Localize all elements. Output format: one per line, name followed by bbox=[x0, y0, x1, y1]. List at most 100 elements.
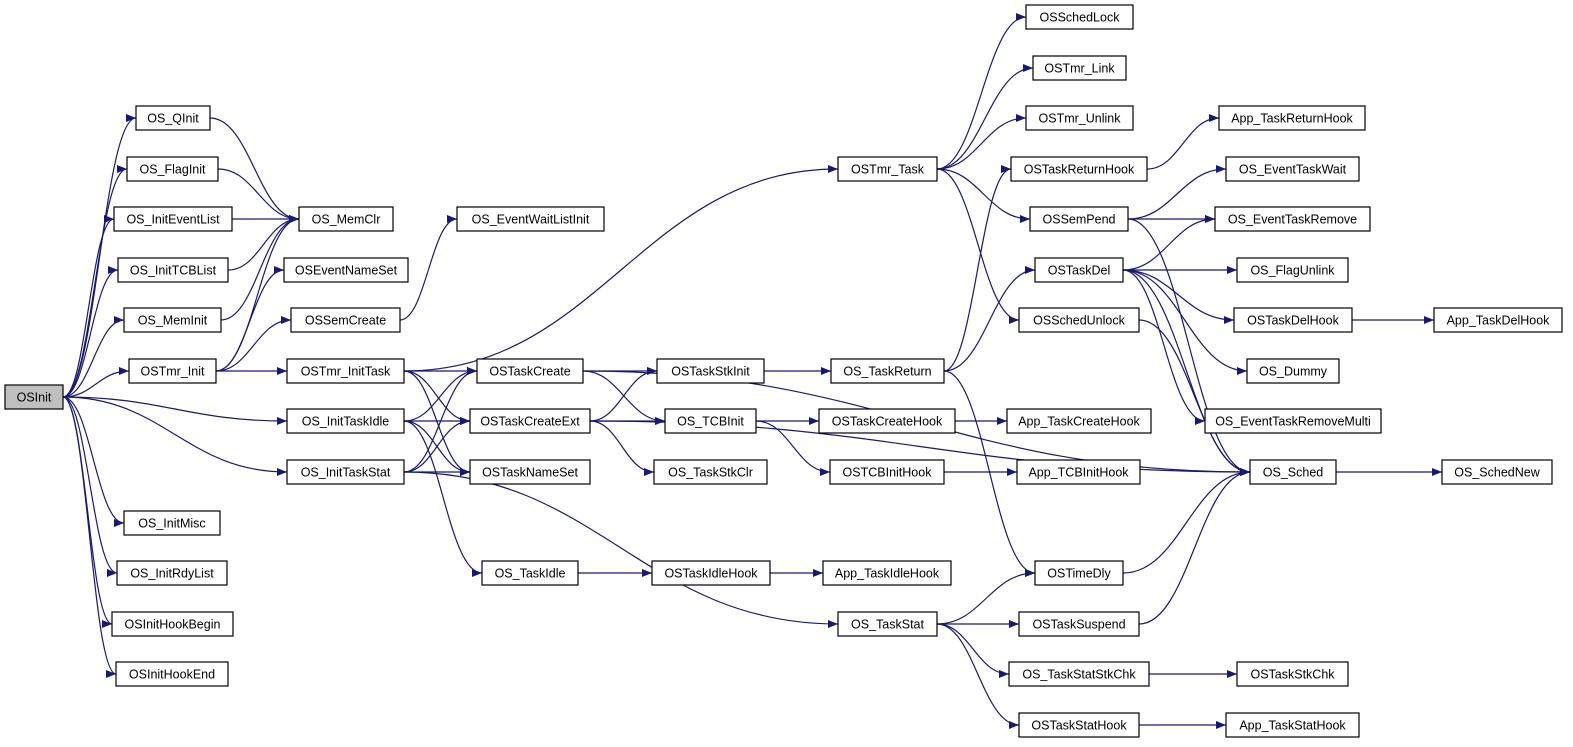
node-os-taskstat[interactable]: OS_TaskStat bbox=[837, 611, 938, 637]
node-osinithookend[interactable]: OSInitHookEnd bbox=[115, 661, 229, 687]
node-os-tcbinit[interactable]: OS_TCBInit bbox=[664, 408, 757, 434]
node-os-flagunlink[interactable]: OS_FlagUnlink bbox=[1236, 257, 1349, 283]
edge-osinit-to-os-flaginit bbox=[62, 165, 128, 398]
node-box bbox=[1010, 156, 1148, 182]
node-ostaskcreatehook[interactable]: OSTaskCreateHook bbox=[818, 408, 956, 434]
node-ostmr-task[interactable]: OSTmr_Task bbox=[837, 156, 938, 182]
node-label: OSTaskStkInit bbox=[671, 365, 750, 379]
node-ostaskreturnhook[interactable]: OSTaskReturnHook bbox=[1010, 156, 1148, 182]
node-osinithookbegin[interactable]: OSInitHookBegin bbox=[111, 611, 234, 637]
node-os-eventtaskremove[interactable]: OS_EventTaskRemove bbox=[1214, 206, 1371, 232]
edge-ostmr-task-to-osschedlock bbox=[936, 13, 1027, 170]
node-label: OSTaskNameSet bbox=[482, 466, 578, 480]
node-label: OSTaskReturnHook bbox=[1024, 163, 1135, 177]
node-os-initeventlist[interactable]: OS_InitEventList bbox=[113, 206, 233, 232]
node-box bbox=[481, 560, 579, 586]
node-box bbox=[1006, 408, 1152, 434]
node-os-eventtaskwait[interactable]: OS_EventTaskWait bbox=[1225, 156, 1360, 182]
node-os-sched[interactable]: OS_Sched bbox=[1249, 459, 1337, 485]
node-label: OS_EventWaitListInit bbox=[472, 213, 590, 227]
node-ostaskcreateext[interactable]: OSTaskCreateExt bbox=[469, 408, 591, 434]
node-box bbox=[298, 206, 394, 232]
node-ostaskdel[interactable]: OSTaskDel bbox=[1034, 257, 1124, 283]
node-app-taskreturnhook[interactable]: App_TaskReturnHook bbox=[1218, 105, 1366, 131]
node-label: OSTaskDel bbox=[1048, 264, 1111, 278]
node-os-schednew[interactable]: OS_SchedNew bbox=[1441, 459, 1553, 485]
node-box bbox=[1233, 307, 1353, 333]
node-os-meminit[interactable]: OS_MemInit bbox=[123, 307, 222, 333]
node-ostmr-unlink[interactable]: OSTmr_Unlink bbox=[1025, 105, 1134, 131]
node-label: OSSchedUnlock bbox=[1033, 314, 1125, 328]
node-os-flaginit[interactable]: OS_FlagInit bbox=[126, 156, 219, 182]
node-os-inittaskidle[interactable]: OS_InitTaskIdle bbox=[286, 408, 405, 434]
node-ostaskidlehook[interactable]: OSTaskIdleHook bbox=[651, 560, 771, 586]
edge-osinit-to-os-initeventlist bbox=[62, 215, 115, 398]
node-ostimedly[interactable]: OSTimeDly bbox=[1034, 560, 1124, 586]
node-osschedlock[interactable]: OSSchedLock bbox=[1025, 4, 1134, 30]
node-box bbox=[117, 257, 229, 283]
edge-ostmr-inittask-to-ostaskcreateext bbox=[403, 370, 471, 425]
node-ostaskstathook[interactable]: OSTaskStatHook bbox=[1018, 712, 1140, 738]
node-ossempend[interactable]: OSSemPend bbox=[1029, 206, 1129, 232]
node-oseventnameset[interactable]: OSEventNameSet bbox=[283, 257, 409, 283]
node-os-inittcblist[interactable]: OS_InitTCBList bbox=[117, 257, 229, 283]
node-os-taskreturn[interactable]: OS_TaskReturn bbox=[830, 358, 945, 384]
node-label: OS_FlagInit bbox=[139, 163, 206, 177]
node-ossemcreate[interactable]: OSSemCreate bbox=[290, 307, 401, 333]
node-os-initmisc[interactable]: OS_InitMisc bbox=[123, 510, 221, 536]
node-ostaskstkchk[interactable]: OSTaskStkChk bbox=[1236, 661, 1349, 687]
node-label: App_TaskStatHook bbox=[1239, 719, 1346, 733]
node-label: OSEventNameSet bbox=[295, 264, 398, 278]
edge-ostmr-task-to-ostmr-unlink bbox=[936, 114, 1027, 170]
node-ostaskcreate[interactable]: OSTaskCreate bbox=[476, 358, 584, 384]
edge-ostaskreturnhook-to-app-taskreturnhook bbox=[1146, 114, 1220, 170]
node-os-taskstkclr[interactable]: OS_TaskStkClr bbox=[653, 459, 768, 485]
node-os-qinit[interactable]: OS_QInit bbox=[135, 105, 211, 131]
node-app-tcbinithook[interactable]: App_TCBInitHook bbox=[1016, 459, 1141, 485]
node-label: OSTaskStatHook bbox=[1031, 719, 1127, 733]
node-ostasknameset[interactable]: OSTaskNameSet bbox=[469, 459, 591, 485]
node-ostasksuspend[interactable]: OSTaskSuspend bbox=[1018, 611, 1140, 637]
node-label: App_TaskIdleHook bbox=[835, 567, 940, 581]
edge-os-flaginit-to-os-memclr bbox=[217, 168, 300, 223]
node-label: App_TaskDelHook bbox=[1447, 314, 1551, 328]
edge-ostaskdel-to-os-eventtaskremovemulti bbox=[1122, 269, 1206, 425]
node-box bbox=[653, 459, 768, 485]
node-os-eventwaitlistinit[interactable]: OS_EventWaitListInit bbox=[456, 206, 605, 232]
node-ostaskstkinit[interactable]: OSTaskStkInit bbox=[656, 358, 765, 384]
node-app-taskdelhook[interactable]: App_TaskDelHook bbox=[1433, 307, 1563, 333]
node-label: OS_TaskStat bbox=[851, 618, 924, 632]
edge-os-tcbinit-to-ostcbinithook bbox=[755, 420, 831, 476]
node-box bbox=[1025, 4, 1134, 30]
node-app-taskcreatehook[interactable]: App_TaskCreateHook bbox=[1006, 408, 1152, 434]
node-label: OS_EventTaskRemove bbox=[1228, 213, 1357, 227]
node-ostmr-init[interactable]: OSTmr_Init bbox=[128, 358, 217, 384]
node-app-taskstathook[interactable]: App_TaskStatHook bbox=[1225, 712, 1360, 738]
edge-ostmr-task-to-ossempend bbox=[936, 168, 1031, 223]
node-ostmr-link[interactable]: OSTmr_Link bbox=[1032, 55, 1127, 81]
node-ostmr-inittask[interactable]: OSTmr_InitTask bbox=[286, 358, 405, 384]
node-ostcbinithook[interactable]: OSTCBInitHook bbox=[829, 459, 945, 485]
node-box bbox=[1018, 611, 1140, 637]
node-label: OS_InitTaskStat bbox=[301, 466, 391, 480]
node-osinit[interactable]: OSInit bbox=[4, 384, 64, 410]
node-os-eventtaskremovemulti[interactable]: OS_EventTaskRemoveMulti bbox=[1204, 408, 1382, 434]
node-osschedunlock[interactable]: OSSchedUnlock bbox=[1018, 307, 1140, 333]
node-label: App_TaskReturnHook bbox=[1231, 112, 1353, 126]
node-box bbox=[1225, 712, 1360, 738]
node-os-dummy[interactable]: OS_Dummy bbox=[1246, 358, 1340, 384]
node-os-initrdylist[interactable]: OS_InitRdyList bbox=[116, 560, 228, 586]
node-os-memclr[interactable]: OS_MemClr bbox=[298, 206, 394, 232]
edge-os-taskreturn-to-ostaskdel bbox=[943, 266, 1036, 372]
node-os-inittaskstat[interactable]: OS_InitTaskStat bbox=[286, 459, 405, 485]
edge-ostimedly-to-os-sched bbox=[1122, 468, 1251, 574]
edge-os-taskreturn-to-ostaskreturnhook bbox=[943, 165, 1012, 372]
node-app-taskidlehook[interactable]: App_TaskIdleHook bbox=[822, 560, 952, 586]
node-box bbox=[1218, 105, 1366, 131]
edge-ostaskcreateext-to-os-taskstkclr bbox=[589, 420, 655, 476]
node-ostaskdelhook[interactable]: OSTaskDelHook bbox=[1233, 307, 1353, 333]
node-os-taskidle[interactable]: OS_TaskIdle bbox=[481, 560, 579, 586]
node-label: OS_TCBInit bbox=[677, 415, 744, 429]
node-os-taskstatstkchk[interactable]: OS_TaskStatStkChk bbox=[1008, 661, 1150, 687]
